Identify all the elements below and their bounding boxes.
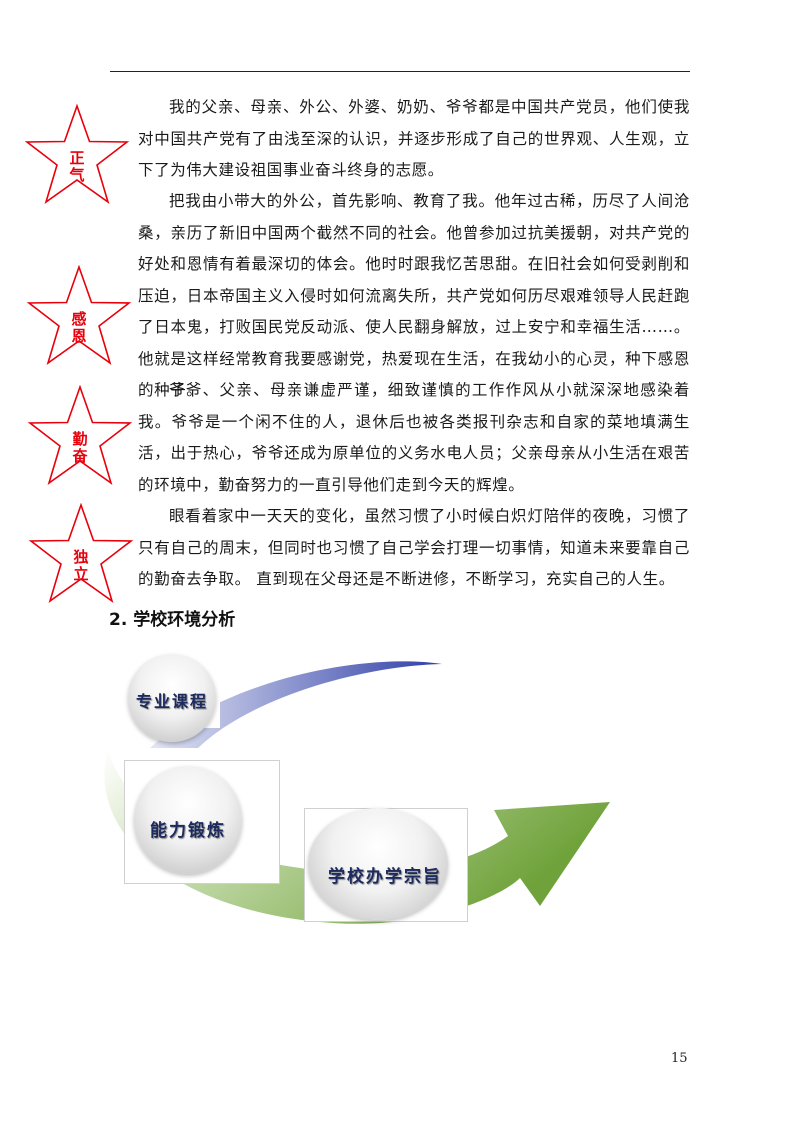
star-badge-qinfen: 勤 奋 bbox=[25, 385, 135, 490]
star-label-line1: 正 bbox=[69, 149, 85, 167]
node-circle-3 bbox=[308, 808, 448, 920]
star-icon bbox=[26, 265, 132, 365]
star-icon bbox=[27, 385, 133, 485]
paragraph-2: 把我由小带大的外公，首先影响、教育了我。他年过古稀，历尽了人间沧桑，亲历了新旧中… bbox=[138, 192, 690, 399]
star-badge-duli: 独 立 bbox=[26, 503, 136, 608]
paragraph-1: 我的父亲、母亲、外公、外婆、奶奶、爷爷都是中国共产党员，他们使我对中国共产党有了… bbox=[138, 98, 690, 179]
star-label-line1: 感 bbox=[71, 310, 87, 328]
node-label-2: 能力锻炼 bbox=[150, 821, 226, 841]
star-label-line2: 气 bbox=[69, 166, 85, 184]
star-label-line2: 立 bbox=[73, 565, 89, 583]
node-label-1: 专业课程 bbox=[135, 692, 208, 711]
node-circle-2 bbox=[134, 766, 242, 874]
star-label-line1: 独 bbox=[73, 548, 89, 566]
page-number: 15 bbox=[671, 1051, 688, 1066]
paragraph-4: 眼看着家中一天天的变化，虽然习惯了小时候白炽灯陪伴的夜晚，习惯了只有自己的周末，… bbox=[138, 507, 690, 588]
star-icon bbox=[28, 503, 134, 603]
star-label-line2: 恩 bbox=[71, 327, 87, 345]
star-badge-ganen: 感 恩 bbox=[24, 265, 134, 370]
star-label-line1: 勤 bbox=[72, 430, 88, 448]
star-label-line2: 奋 bbox=[72, 447, 88, 465]
star-badge-zhengqi: 正 气 bbox=[22, 104, 132, 209]
school-environment-diagram: 专业课程 能力锻炼 学校办学宗旨 bbox=[90, 640, 650, 980]
header-rule bbox=[110, 71, 690, 72]
paragraph-3: 爷爷、父亲、母亲谦虚严谨，细致谨慎的工作作风从小就深深地感染着我。爷爷是一个闲不… bbox=[138, 381, 690, 494]
section-title: 2. 学校环境分析 bbox=[109, 610, 236, 630]
node-label-3: 学校办学宗旨 bbox=[328, 867, 442, 887]
star-icon bbox=[24, 104, 130, 204]
node-circle-1 bbox=[128, 654, 216, 742]
